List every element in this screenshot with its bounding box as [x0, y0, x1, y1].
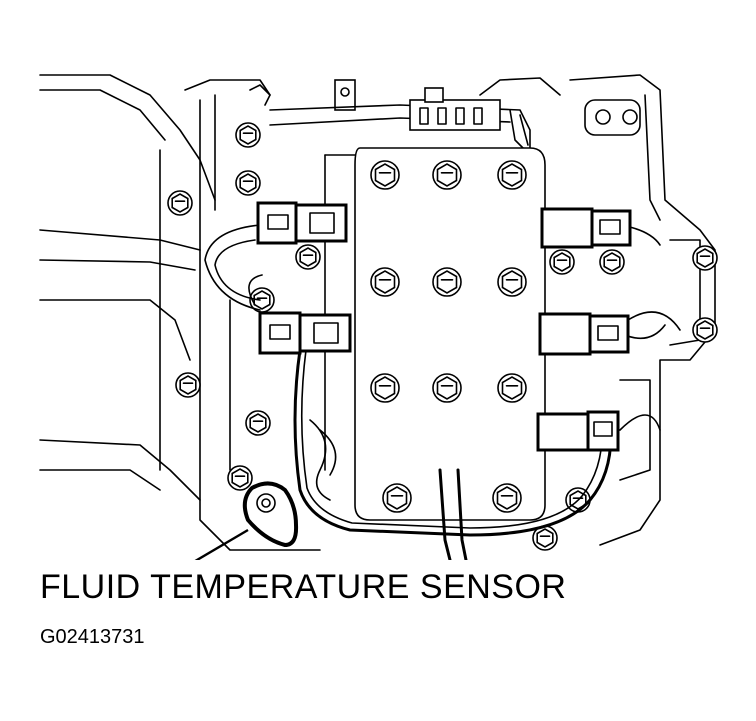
cover-bolt: [432, 373, 462, 403]
wiring-harness: [204, 224, 681, 560]
cover-bolt: [432, 267, 462, 297]
cover-bolt: [370, 373, 400, 403]
connector-upper-right: [540, 207, 632, 249]
transmission-case-outline: [39, 74, 321, 551]
sensor-callout-label: FLUID TEMPERATURE SENSOR: [40, 568, 567, 606]
side-bolt: [235, 170, 261, 196]
cover-bolt: [382, 483, 412, 513]
connector-lower-right: [536, 410, 620, 452]
side-bolt: [692, 245, 718, 271]
cover-bolt: [497, 373, 527, 403]
side-bolt: [249, 287, 275, 313]
upper-plate: [269, 87, 531, 151]
side-bolt: [295, 244, 321, 270]
cover-bolt: [497, 160, 527, 190]
valve-body-cover: [324, 147, 546, 521]
cover-bolt: [370, 160, 400, 190]
valve-body-drawing: [39, 74, 718, 560]
harness-connectors: [256, 201, 632, 452]
cover-bolt: [497, 267, 527, 297]
side-bolt: [227, 465, 253, 491]
side-bolt: [599, 249, 625, 275]
right-housing-outline: [249, 74, 716, 546]
cover-bolt: [492, 483, 522, 513]
cover-bolt: [432, 160, 462, 190]
side-bolt: [235, 122, 261, 148]
figure-code-label: G02413731: [40, 626, 145, 648]
connector-mid-right: [538, 312, 630, 356]
sensor-leader-line: [194, 528, 249, 560]
connector-mid-left: [258, 311, 352, 355]
fluid-temperature-sensor: [242, 481, 299, 548]
side-bolt: [167, 190, 193, 216]
side-bolt: [692, 317, 718, 343]
side-bolt: [245, 410, 271, 436]
cover-bolts: [370, 160, 527, 513]
side-bolt: [549, 249, 575, 275]
side-bolt: [175, 372, 201, 398]
cover-bolt: [370, 267, 400, 297]
connector-upper-left: [256, 201, 348, 245]
